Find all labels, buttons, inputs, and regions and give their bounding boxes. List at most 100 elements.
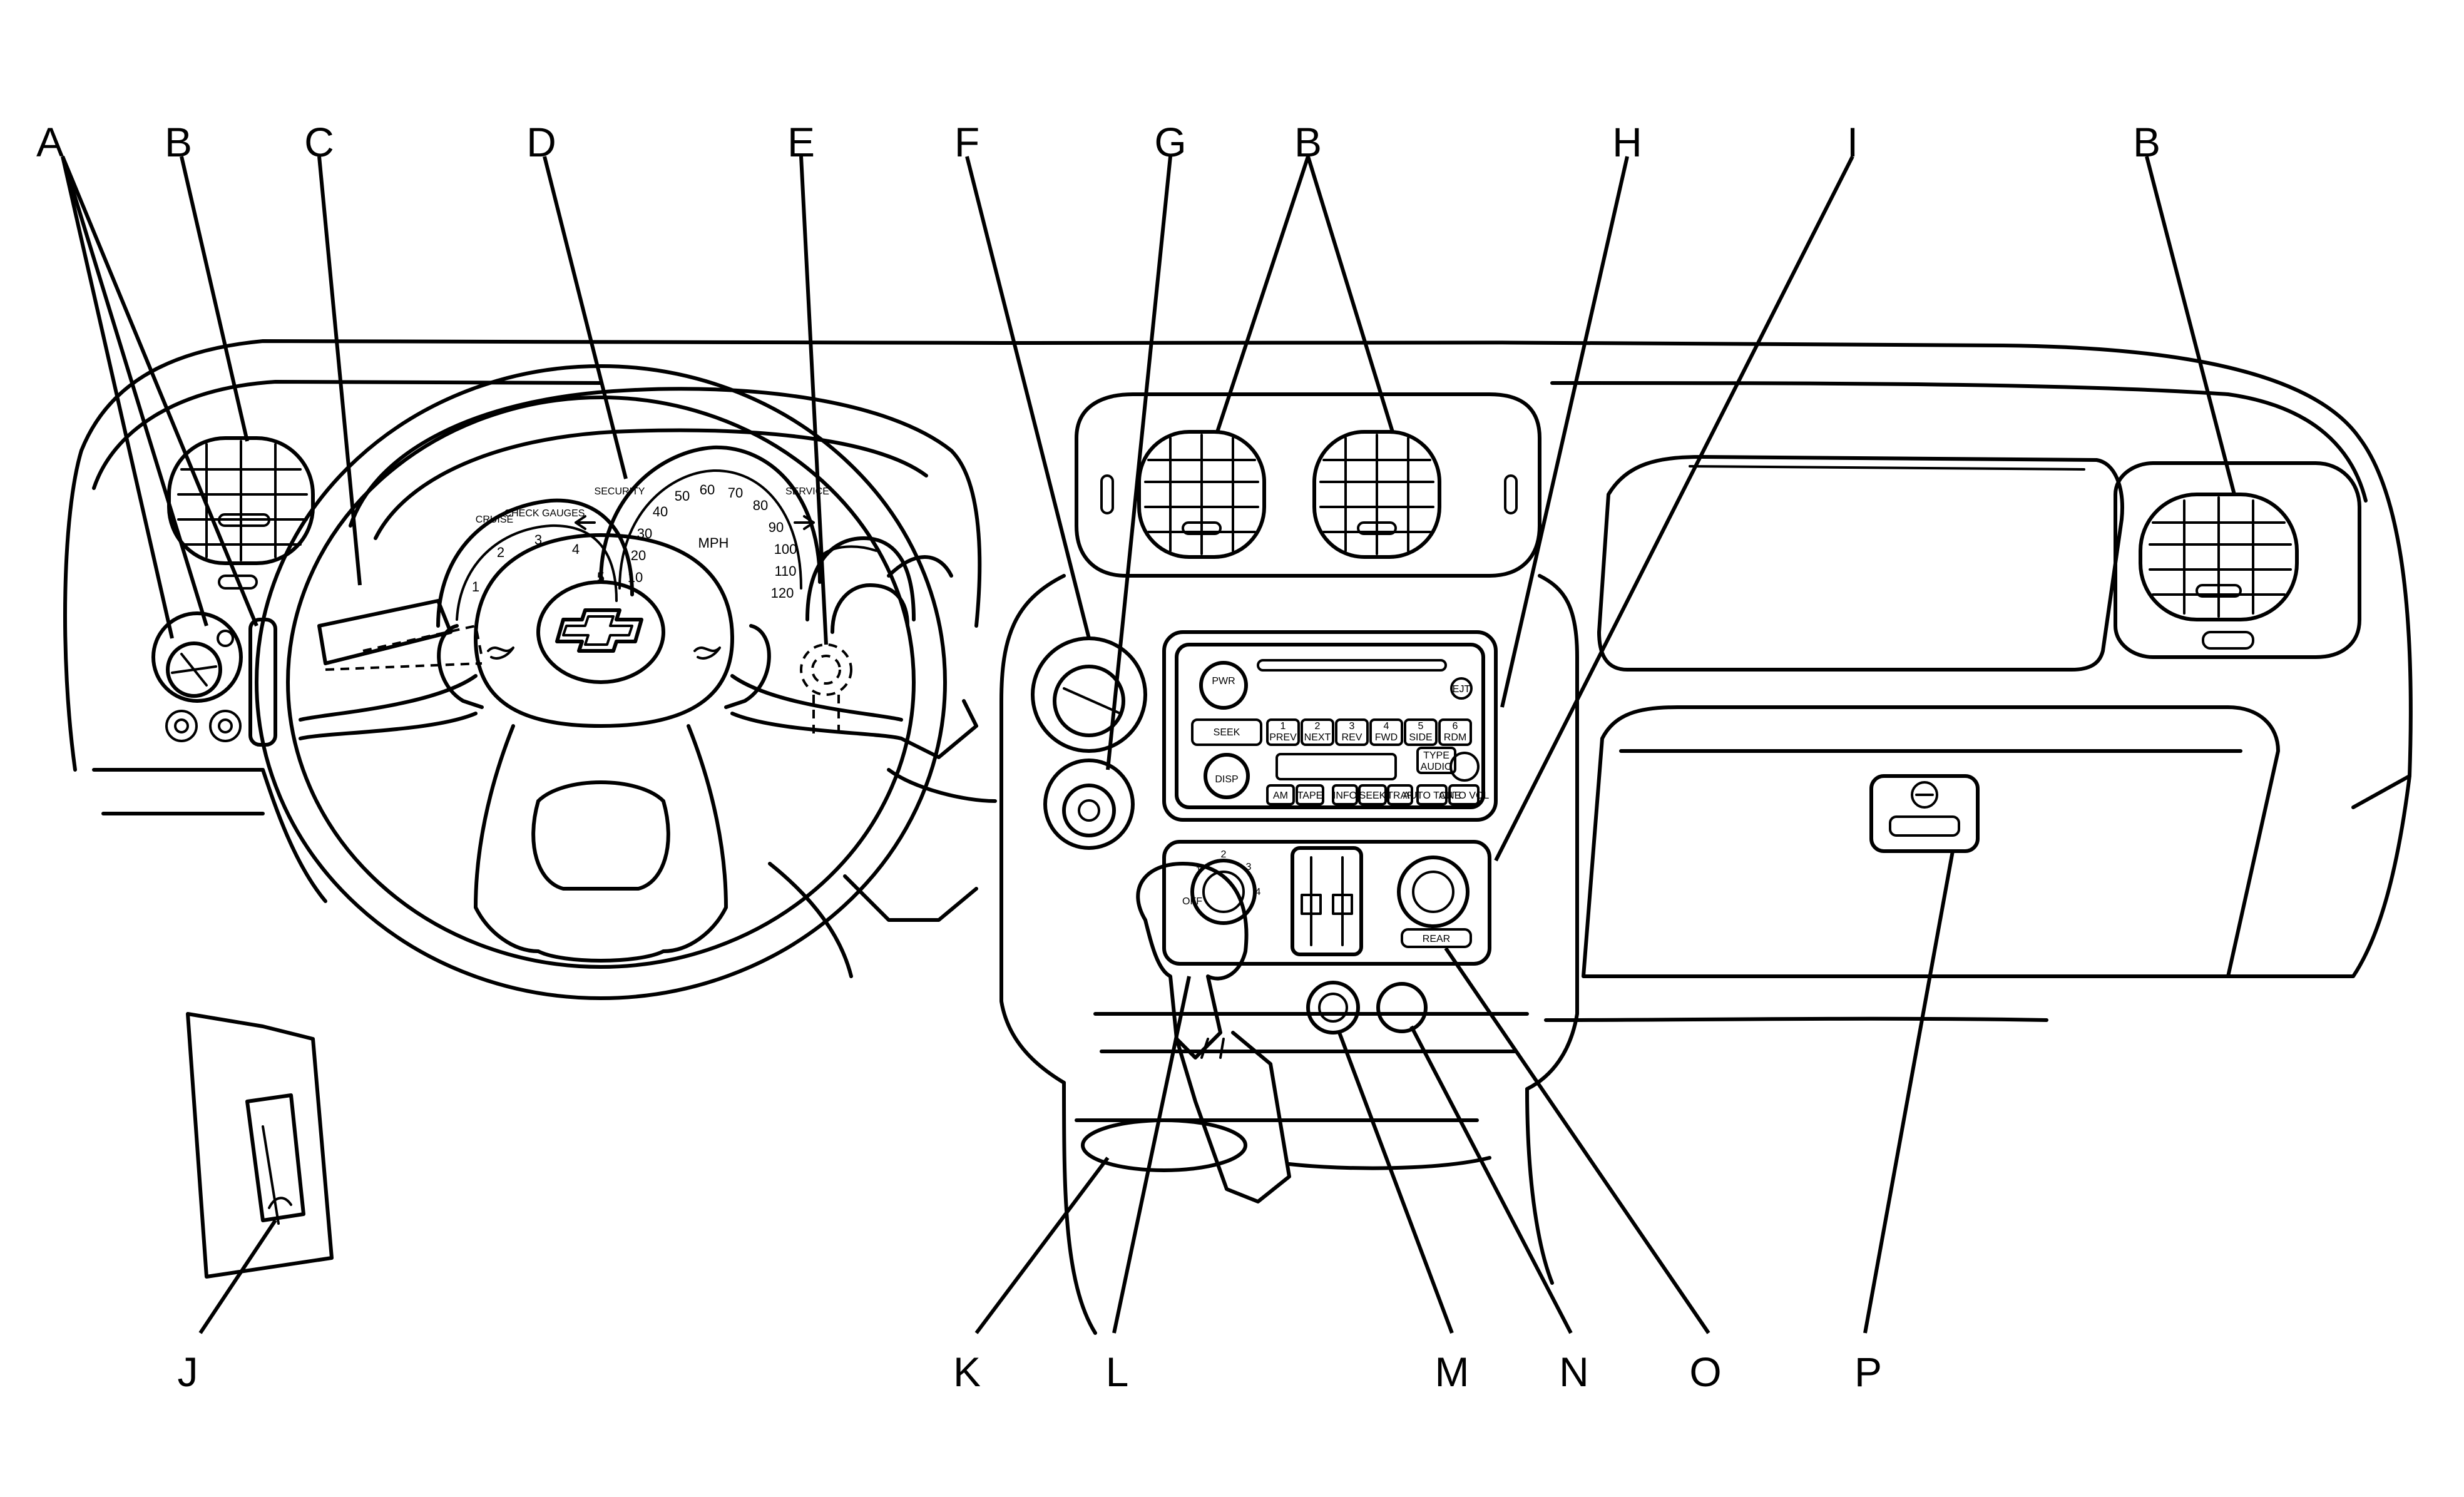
svg-text:REV: REV	[1342, 732, 1362, 743]
auto-tone-button[interactable]	[1416, 784, 1448, 805]
passenger-temp-slider[interactable]	[1332, 894, 1353, 915]
power-volume-knob[interactable]	[1199, 661, 1248, 710]
preset-button-3[interactable]	[1335, 718, 1369, 746]
preset-button-2[interactable]	[1301, 718, 1334, 746]
svg-text:SEEK: SEEK	[1214, 727, 1240, 738]
callout-d: D	[526, 119, 556, 165]
glove-box-lock-icon[interactable]	[1911, 781, 1938, 809]
bowtie-logo	[555, 608, 643, 653]
svg-text:SIDE: SIDE	[1409, 732, 1432, 743]
info-button[interactable]	[1332, 784, 1358, 805]
cd-slot[interactable]	[1257, 659, 1447, 672]
shift-lever[interactable]	[1136, 862, 1291, 1203]
svg-text:100: 100	[774, 541, 797, 557]
traction-switch-knob[interactable]	[1043, 759, 1135, 850]
right-air-vent[interactable]	[2114, 461, 2361, 659]
steering-column	[768, 699, 997, 978]
svg-text:SERVICE: SERVICE	[785, 486, 829, 497]
temperature-sliders[interactable]	[1291, 846, 1363, 956]
type-button[interactable]	[1416, 747, 1456, 774]
left-air-vent[interactable]	[167, 436, 315, 590]
callout-m: M	[1435, 1349, 1470, 1395]
svg-text:1: 1	[472, 579, 479, 595]
glove-box-latch[interactable]	[1869, 774, 1980, 853]
svg-text:2: 2	[1315, 721, 1321, 732]
svg-text:3: 3	[1246, 862, 1252, 872]
svg-text:4: 4	[572, 541, 580, 557]
callout-b-right: B	[2133, 119, 2160, 165]
svg-text:3: 3	[1349, 721, 1355, 732]
svg-text:AUTO VOL: AUTO VOL	[1439, 790, 1490, 801]
preset-button-5[interactable]	[1404, 718, 1438, 746]
hood-release-panel	[186, 1012, 334, 1279]
preset-button-4[interactable]	[1369, 718, 1403, 746]
callout-h: H	[1612, 119, 1642, 165]
svg-text:EJT: EJT	[1453, 684, 1471, 695]
svg-text:10: 10	[628, 570, 643, 585]
auto-vol-button[interactable]	[1448, 784, 1480, 805]
svg-text:TRAF: TRAF	[1387, 790, 1413, 801]
svg-text:5: 5	[1418, 721, 1424, 732]
callout-labels: A B C D E F G B H I B J K L M N O P	[36, 119, 2160, 1395]
svg-text:6: 6	[1453, 721, 1458, 732]
4wd-selector-knob[interactable]	[1031, 636, 1147, 753]
svg-text:40: 40	[653, 504, 668, 519]
driver-temp-slider[interactable]	[1301, 894, 1322, 915]
fog-lamp-button[interactable]	[165, 710, 198, 742]
audio-system: PWR EJT SEEK 1 2 3 4 5 6 PREV NEXT REV F…	[1162, 630, 1498, 822]
tape-button[interactable]	[1296, 784, 1324, 805]
air-mode-knob[interactable]	[1397, 856, 1470, 928]
seek-type-button[interactable]	[1358, 784, 1387, 805]
center-stack	[999, 392, 1579, 1335]
fan-speed-knob[interactable]	[1190, 859, 1257, 925]
svg-text:TYPE: TYPE	[1423, 750, 1449, 761]
center-left-air-vent[interactable]	[1137, 430, 1266, 559]
rear-defog-button[interactable]	[1401, 928, 1472, 948]
audio-knob[interactable]	[1449, 752, 1480, 782]
svg-text:AUDIO: AUDIO	[1421, 762, 1453, 772]
center-right-air-vent[interactable]	[1312, 430, 1441, 559]
passenger-airbag-panel	[1597, 455, 2124, 672]
callout-o: O	[1689, 1349, 1721, 1395]
svg-text:DISP: DISP	[1215, 774, 1238, 785]
callout-c: C	[304, 119, 334, 165]
dimmer-button[interactable]	[209, 710, 242, 742]
callout-j: J	[178, 1349, 198, 1395]
svg-text:NEXT: NEXT	[1304, 732, 1331, 743]
eject-button[interactable]	[1450, 677, 1473, 700]
svg-text:REAR: REAR	[1423, 934, 1450, 944]
vent-slot-right	[1504, 474, 1518, 514]
svg-text:RDM: RDM	[1444, 732, 1466, 743]
preset-button-6[interactable]	[1438, 718, 1472, 746]
svg-text:CHECK GAUGES: CHECK GAUGES	[504, 508, 585, 519]
svg-text:FWD: FWD	[1375, 732, 1398, 743]
svg-text:70: 70	[728, 485, 743, 501]
svg-text:80: 80	[753, 498, 768, 513]
hood-release-icon[interactable]	[268, 1197, 292, 1209]
svg-text:OFF: OFF	[1182, 896, 1202, 907]
svg-text:4: 4	[1255, 887, 1261, 897]
svg-text:1: 1	[1281, 721, 1286, 732]
steering-wheel[interactable]	[255, 364, 947, 1000]
callout-l: L	[1106, 1349, 1129, 1395]
svg-text:50: 50	[675, 488, 690, 504]
svg-text:1: 1	[1196, 865, 1202, 876]
vent-slot-left	[1100, 474, 1114, 514]
leader-lines	[61, 155, 2236, 1334]
seek-button[interactable]	[1191, 718, 1262, 746]
callout-b-left: B	[165, 119, 192, 165]
callout-e: E	[787, 119, 815, 165]
traf-button[interactable]	[1387, 784, 1413, 805]
am-button[interactable]	[1266, 784, 1295, 805]
preset-button-1[interactable]	[1266, 718, 1300, 746]
climate-controls: OFF 1 2 3 4 REAR	[1162, 840, 1491, 966]
power-outlet[interactable]	[1376, 982, 1428, 1033]
tune-knob[interactable]	[1204, 753, 1250, 799]
svg-text:110: 110	[774, 563, 796, 579]
cigarette-lighter[interactable]	[1306, 981, 1360, 1035]
svg-text:AUTO TONE: AUTO TONE	[1403, 790, 1461, 801]
tachometer: 1 2 3 4 5 CRUISE CHECK GAUGES	[436, 498, 634, 628]
svg-text:SEEK: SEEK	[1359, 790, 1386, 801]
instrument-cluster: 1 2 3 4 5 CRUISE CHECK GAUGES 10 20 30 4…	[349, 387, 982, 634]
